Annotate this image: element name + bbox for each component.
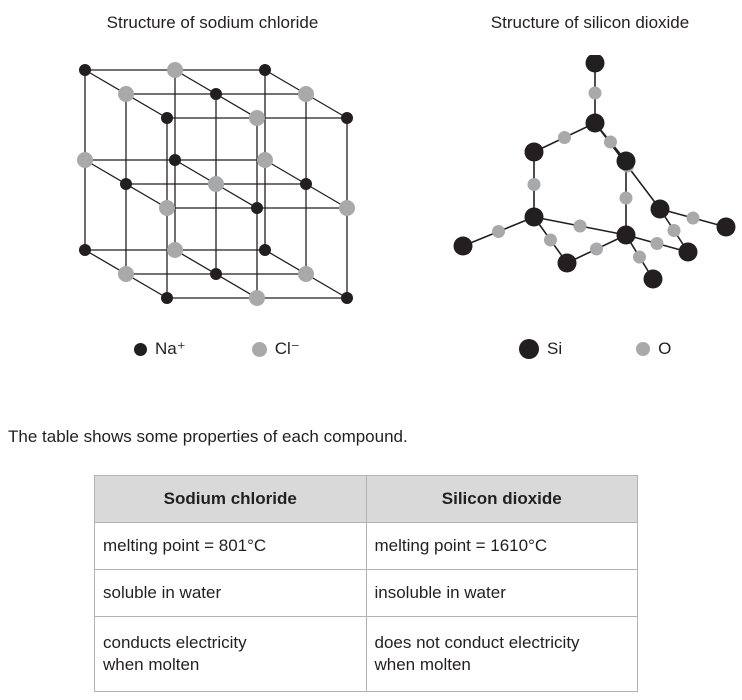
legend-item-sodium-ion: Na⁺ xyxy=(134,339,186,359)
chloride-ion-label: Cl⁻ xyxy=(274,339,300,358)
silicon-atom xyxy=(585,113,605,133)
silicon-atom xyxy=(678,242,698,262)
oxygen-atom xyxy=(686,211,700,225)
chloride-ion xyxy=(298,266,314,282)
sodium-ion xyxy=(210,268,222,280)
silicon-atom-swatch-icon xyxy=(519,339,539,359)
sio2-caption: Structure of silicon dioxide xyxy=(490,13,690,32)
sodium-ion xyxy=(210,88,222,100)
oxygen-atom xyxy=(492,225,505,238)
sodium-ion xyxy=(251,202,263,214)
silicon-atom xyxy=(585,55,605,73)
oxygen-atom xyxy=(544,233,557,247)
table-cell: melting point = 801°C xyxy=(94,522,367,570)
table-header-row: Sodium chloride Silicon dioxide xyxy=(94,475,638,523)
silicon-atom xyxy=(616,225,636,245)
table-cell: conducts electricity when molten xyxy=(94,616,367,692)
chloride-ion xyxy=(249,110,265,126)
table-cell: does not conduct electricity when molten xyxy=(365,616,638,692)
sodium-ion xyxy=(161,292,173,304)
chloride-ion xyxy=(249,290,265,306)
oxygen-atom xyxy=(619,191,633,205)
oxygen-atom xyxy=(604,135,617,149)
chloride-ion xyxy=(77,152,93,168)
chloride-ion xyxy=(339,200,355,216)
chloride-ion xyxy=(118,266,134,282)
chloride-ion xyxy=(118,86,134,102)
header-sodium-chloride: Sodium chloride xyxy=(94,475,367,523)
silicon-atom xyxy=(716,217,736,237)
sodium-ion-swatch-icon xyxy=(134,342,147,356)
sodium-ion xyxy=(259,64,271,76)
legend-item-oxygen: O xyxy=(636,339,671,359)
oxygen-atom xyxy=(573,219,587,233)
oxygen-atom xyxy=(650,237,664,250)
header-silicon-dioxide: Silicon dioxide xyxy=(365,475,638,523)
sio2-legend: Si O xyxy=(519,337,699,361)
silicon-atom xyxy=(616,151,636,171)
oxygen-atom xyxy=(558,131,571,144)
oxygen-atom xyxy=(588,86,602,100)
chloride-ion-swatch-icon xyxy=(251,341,267,357)
table-cell: soluble in water xyxy=(94,569,367,617)
silicon-atom xyxy=(650,199,670,219)
silicon-dioxide-network-diagram xyxy=(453,55,736,289)
chloride-ion xyxy=(257,152,273,168)
oxygen-atom xyxy=(590,242,603,256)
silicon-atom xyxy=(524,142,544,162)
table-cell: melting point = 1610°C xyxy=(365,522,638,570)
table-row: conducts electricity when molten does no… xyxy=(94,616,638,692)
silicon-label: Si xyxy=(547,339,563,358)
sodium-chloride-lattice-diagram xyxy=(77,62,355,306)
sodium-ion xyxy=(259,244,271,256)
silicon-atom xyxy=(453,236,473,256)
chloride-ion xyxy=(167,242,183,258)
sodium-ion xyxy=(169,154,181,166)
legend-item-silicon: Si xyxy=(519,339,562,359)
sodium-ion xyxy=(161,112,173,124)
silicon-atom xyxy=(643,269,663,289)
sodium-ion xyxy=(341,292,353,304)
table-cell: insoluble in water xyxy=(365,569,638,617)
chloride-ion xyxy=(208,176,224,192)
nacl-legend: Na⁺ Cl⁻ xyxy=(134,337,328,361)
table-row: melting point = 801°C melting point = 16… xyxy=(94,522,638,570)
sodium-ion xyxy=(79,64,91,76)
sodium-ion xyxy=(341,112,353,124)
silicon-atom xyxy=(557,253,577,273)
intro-text: The table shows some properties of each … xyxy=(8,427,408,446)
chloride-ion xyxy=(167,62,183,78)
chloride-ion xyxy=(159,200,175,216)
sodium-ion-label: Na⁺ xyxy=(155,339,186,358)
oxygen-atom xyxy=(633,250,646,264)
nacl-caption: Structure of sodium chloride xyxy=(106,13,319,32)
properties-table: Sodium chloride Silicon dioxide melting … xyxy=(94,475,638,692)
oxygen-atom xyxy=(527,178,541,191)
chloride-ion xyxy=(298,86,314,102)
sodium-ion xyxy=(120,178,132,190)
legend-item-chloride-ion: Cl⁻ xyxy=(251,339,300,359)
oxygen-atom xyxy=(667,224,681,237)
oxygen-label: O xyxy=(658,339,672,358)
sodium-ion xyxy=(300,178,312,190)
oxygen-atom-swatch-icon xyxy=(636,342,651,356)
sodium-ion xyxy=(79,244,91,256)
silicon-atom xyxy=(524,207,544,227)
table-row: soluble in water insoluble in water xyxy=(94,569,638,617)
